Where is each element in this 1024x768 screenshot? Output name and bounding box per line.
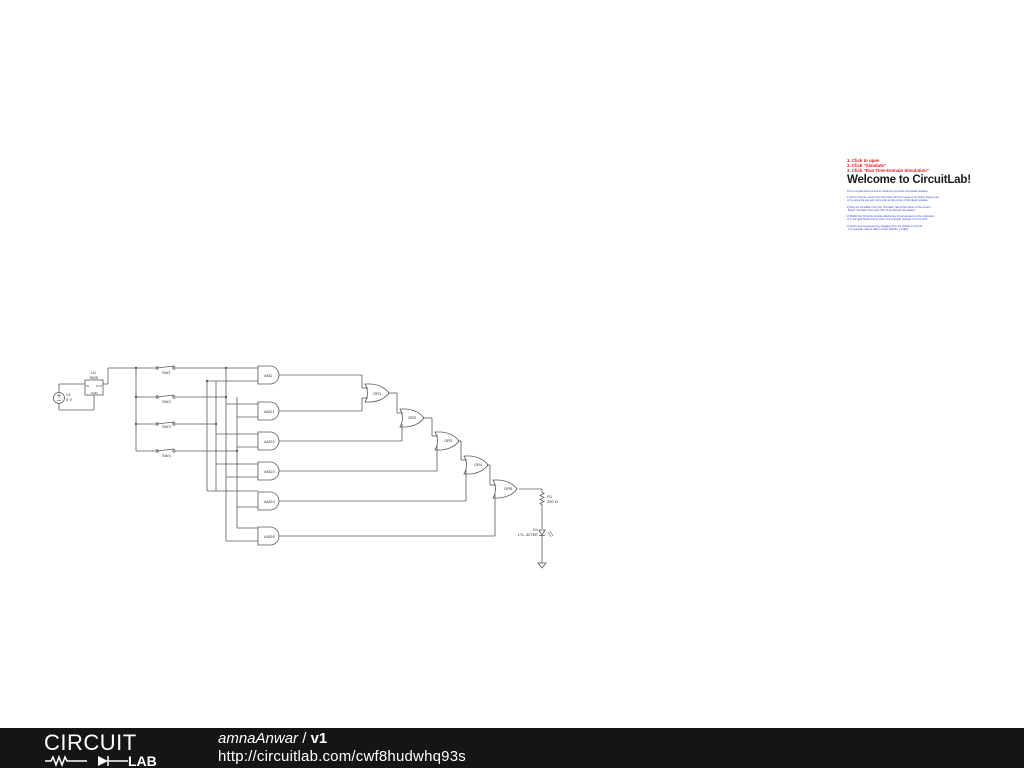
circuitlab-logo[interactable]: CIRCUIT LAB [44, 731, 174, 767]
welcome-paragraph: 2) Run the simulation from the "Simulate… [847, 205, 932, 212]
and-gate-and1[interactable] [257, 401, 280, 421]
version-label: v1 [310, 730, 328, 747]
author-link[interactable]: amnaAnwar [218, 730, 299, 747]
label-v1-value: 5 V [66, 397, 72, 402]
author-version-line: amnaAnwar / v1 [218, 730, 327, 748]
or-gate-or3[interactable] [434, 431, 460, 451]
label-sw2: SW2 [162, 399, 171, 404]
voltage-source-v1[interactable] [53, 383, 95, 411]
or-gate-or5[interactable] [492, 479, 518, 499]
or-gate-or1[interactable] [364, 383, 390, 403]
label-or4: OR4 [474, 462, 483, 467]
welcome-note: 1. Click to open 2. Click "Simulate" 3. … [847, 158, 997, 231]
label-u1-part: 7805 [89, 375, 99, 380]
and-gate-and[interactable] [257, 365, 280, 385]
regulator-u1[interactable] [84, 367, 155, 396]
label-or1: OR1 [373, 391, 382, 396]
and-gate-and4[interactable] [257, 491, 280, 511]
label-and: AND [264, 373, 273, 378]
footer-bar: CIRCUIT LAB amnaAnwar / v1 http://circui… [0, 728, 1024, 768]
or-gate-or4[interactable] [463, 455, 489, 475]
welcome-step-1: 1. Click to open [847, 158, 880, 163]
label-and1: AND1 [264, 409, 275, 414]
label-u1-in: IN [86, 384, 89, 388]
svg-text:LAB: LAB [128, 753, 157, 767]
switch-sw1[interactable] [155, 365, 176, 370]
led-d1[interactable] [538, 529, 554, 538]
switch-sw4[interactable] [155, 448, 176, 453]
label-v1-name: V1 [66, 392, 72, 397]
and-gate-and3[interactable] [257, 461, 280, 481]
label-and4: AND4 [264, 499, 275, 504]
welcome-paragraph: 3) Modify the Circuit by double-clicking… [847, 215, 935, 222]
welcome-paragraph: 1) Zoom and pan around the schematic wit… [847, 195, 939, 203]
label-u1-out: OUT [96, 384, 103, 388]
switch-sw3[interactable] [155, 421, 176, 426]
or-gate-or2[interactable] [399, 408, 425, 428]
separator: / [298, 730, 311, 747]
resistor-r1[interactable] [539, 491, 545, 506]
welcome-paragraph: 4) Insert new components by dragging fro… [847, 224, 923, 231]
label-d1-name: D1 [533, 527, 539, 532]
ground-symbol [537, 562, 547, 569]
welcome-paragraph: This is a quick demo circuit to introduc… [847, 189, 929, 193]
welcome-step-3: 3. Click "Run Time-Domain Simulation" [847, 168, 929, 174]
and-gate-and2[interactable] [257, 431, 280, 451]
welcome-title: Welcome to CircuitLab! [847, 173, 971, 186]
label-u1-gnd: GND [91, 391, 99, 395]
label-sw4: SW4 [162, 453, 171, 458]
label-d1-part: LTL-307EE [518, 532, 538, 537]
label-r1-name: R1 [547, 494, 553, 499]
label-and5: AND5 [264, 534, 275, 539]
switch-sw2[interactable] [155, 394, 176, 399]
label-and3: AND3 [264, 469, 275, 474]
label-sw1: SW1 [162, 370, 171, 375]
label-sw3: SW3 [162, 424, 171, 429]
circuit-url-link[interactable]: http://circuitlab.com/cwf8hudwhq93s [218, 748, 466, 765]
schematic-canvas[interactable]: V1 5 V U1 7805 IN OUT GND SW1 SW2 SW3 SW… [0, 0, 1024, 728]
and-gate-and5[interactable] [257, 526, 280, 546]
welcome-step-2: 2. Click "Simulate" [847, 163, 887, 169]
label-or3: OR3 [444, 438, 453, 443]
label-u1-name: U1 [91, 370, 97, 375]
label-or2: OR2 [408, 415, 417, 420]
label-r1-value: 250 Ω [547, 499, 558, 504]
label-and2: AND2 [264, 439, 275, 444]
svg-text:CIRCUIT: CIRCUIT [44, 731, 137, 755]
label-or5: OR5 [504, 486, 513, 491]
